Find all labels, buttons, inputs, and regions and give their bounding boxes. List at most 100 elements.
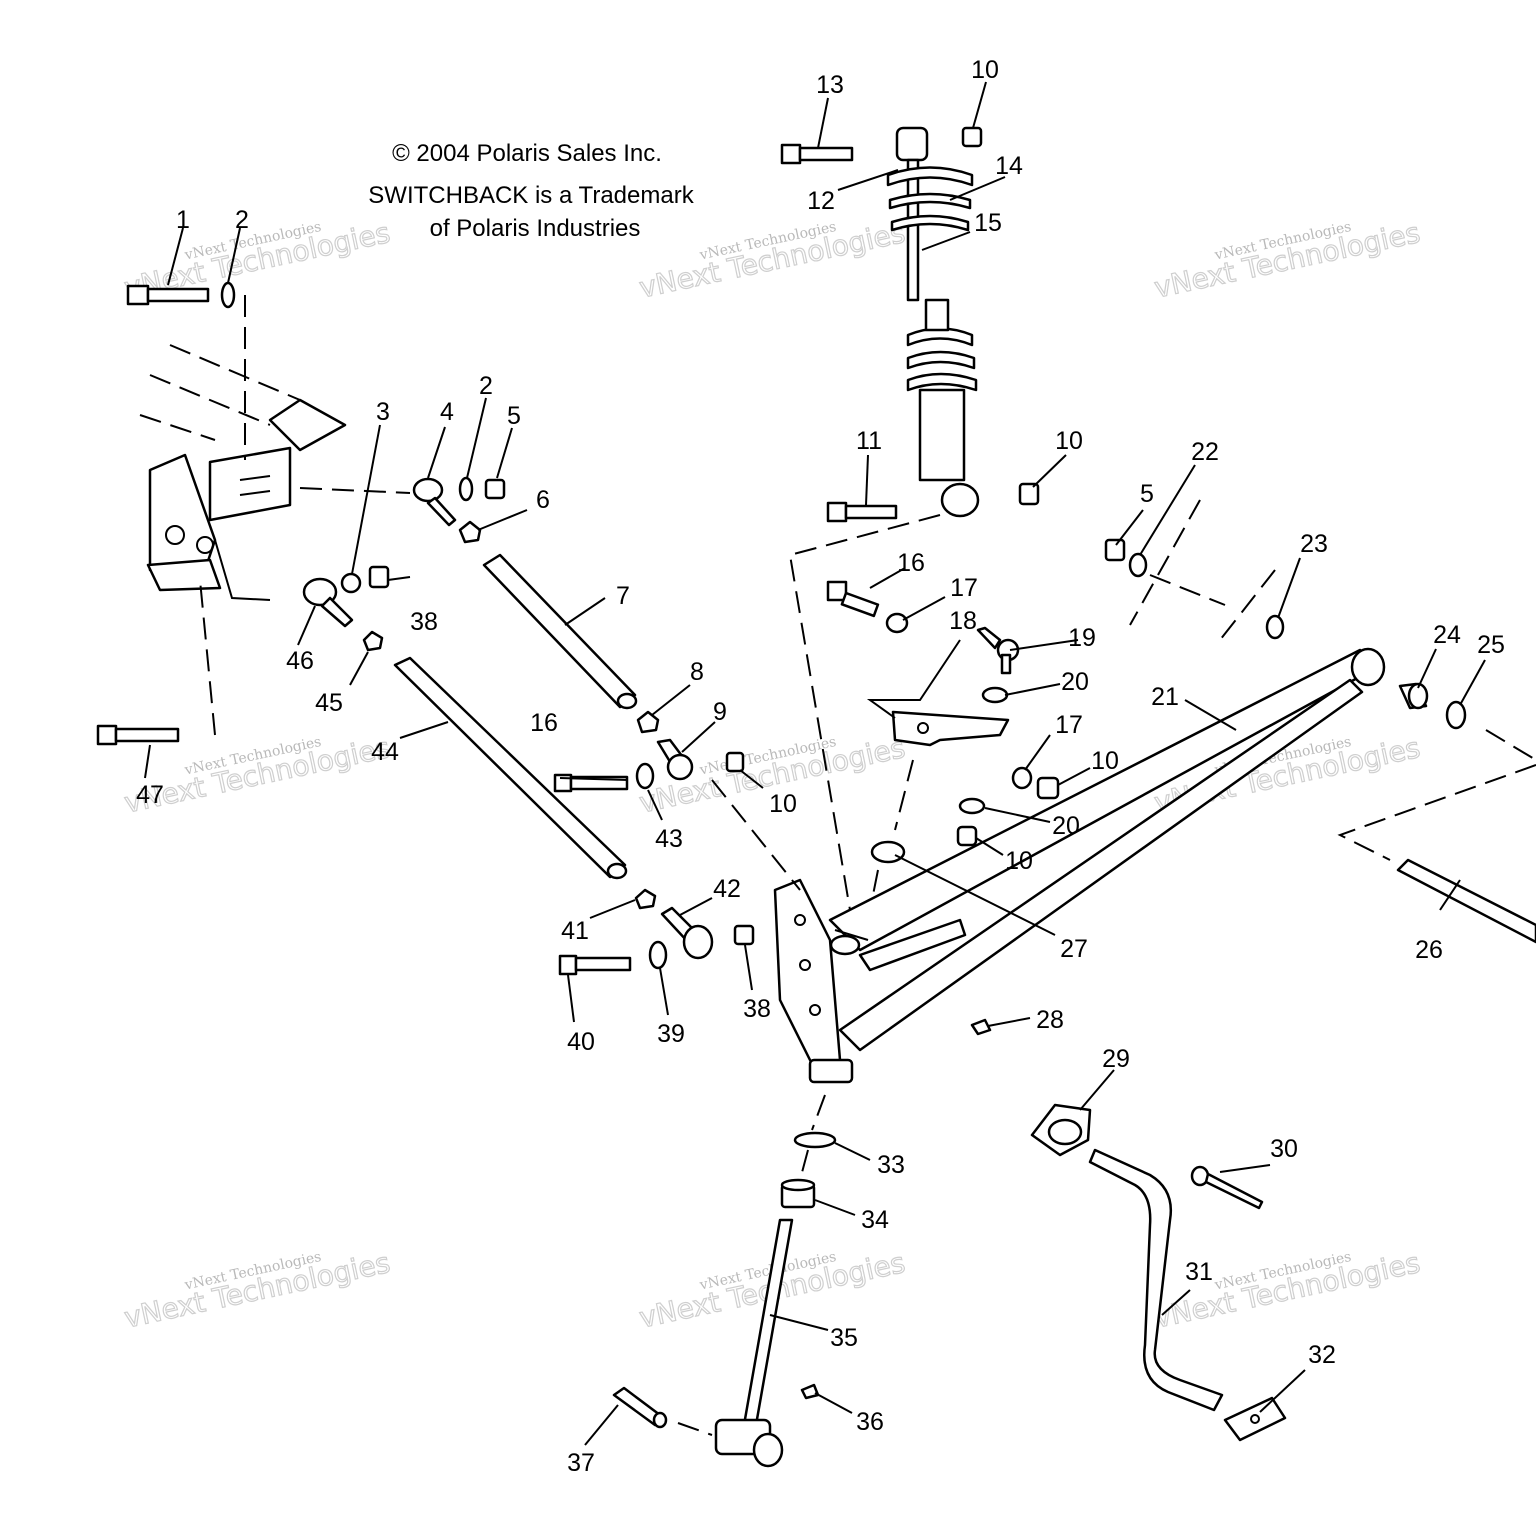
assembly-line xyxy=(788,514,941,911)
callout-29: 29 xyxy=(1102,1045,1130,1073)
callout-6: 6 xyxy=(536,486,550,514)
callout-2: 2 xyxy=(235,206,249,234)
callout-43: 43 xyxy=(655,825,683,853)
part-10-nut xyxy=(956,825,978,847)
part-10-nut xyxy=(725,751,745,773)
part-30-bolt xyxy=(1190,1165,1264,1210)
callout-16: 16 xyxy=(530,709,558,737)
callout-46: 46 xyxy=(286,647,314,675)
part-44-tube xyxy=(393,656,628,880)
assembly-line xyxy=(1129,499,1276,641)
callout-42: 42 xyxy=(713,875,741,903)
callout-28: 28 xyxy=(1036,1006,1064,1034)
part-24-bearing xyxy=(1398,682,1429,710)
part-28-grease-fitting xyxy=(970,1018,992,1036)
callout-7: 7 xyxy=(616,582,630,610)
part-13-bolt xyxy=(780,143,854,165)
watermark-top-center: vNext Technologies vNext Technologies xyxy=(636,215,909,305)
callout-45: 45 xyxy=(315,689,343,717)
callout-22: 22 xyxy=(1191,438,1219,466)
part-29-flange-bearing xyxy=(1030,1103,1092,1157)
callout-15: 15 xyxy=(974,209,1002,237)
callout-labels: 1 2 2 3 4 5 5 6 7 8 9 10 10 10 10 10 11 … xyxy=(136,56,1505,1477)
part-22-washer xyxy=(1128,552,1148,578)
part-27-bushing xyxy=(870,840,906,864)
part-6-nut xyxy=(458,520,482,544)
part-5-nut xyxy=(1104,538,1126,562)
part-31-steering-arm xyxy=(1088,1148,1224,1412)
watermark-top-right: vNext Technologies vNext Technologies xyxy=(1151,215,1424,305)
part-16-bolt xyxy=(826,580,880,618)
watermark-bottom-left: vNext Technologies vNext Technologies xyxy=(121,1245,394,1335)
callout-20: 20 xyxy=(1052,812,1080,840)
part-23-washer xyxy=(1265,614,1285,640)
callout-19: 19 xyxy=(1068,624,1096,652)
callout-17: 17 xyxy=(950,574,978,602)
callout-11: 11 xyxy=(856,427,882,455)
frame-bracket xyxy=(139,344,347,601)
callout-23: 23 xyxy=(1300,530,1328,558)
callout-2: 2 xyxy=(479,372,493,400)
leader-lines xyxy=(144,81,1486,1446)
part-10-nut xyxy=(1018,482,1040,506)
callout-44: 44 xyxy=(371,738,399,766)
callout-4: 4 xyxy=(440,398,454,426)
part-41-nut xyxy=(634,888,657,910)
callout-27: 27 xyxy=(1060,935,1088,963)
part-1-bolt xyxy=(126,284,210,306)
callout-26: 26 xyxy=(1415,936,1443,964)
watermark-text: vNext Technologies xyxy=(636,216,908,305)
part-5-nut xyxy=(484,478,506,500)
part-47-bolt xyxy=(96,724,180,746)
callout-10: 10 xyxy=(971,56,999,84)
callout-5: 5 xyxy=(507,402,521,430)
part-38-nut xyxy=(368,565,390,589)
part-34-bushing xyxy=(780,1178,816,1209)
assembly-line xyxy=(1337,729,1536,861)
part-40-bolt xyxy=(558,954,632,976)
callout-14: 14 xyxy=(995,152,1023,180)
part-17-washer xyxy=(885,612,909,634)
callout-39: 39 xyxy=(657,1020,685,1048)
assembly-line xyxy=(199,579,216,736)
part-32-end-cap xyxy=(1223,1396,1287,1442)
callout-35: 35 xyxy=(830,1324,858,1352)
part-26-shaft xyxy=(1396,858,1536,944)
part-18-bracket xyxy=(891,710,1010,747)
part-37-pin xyxy=(612,1386,668,1429)
part-8-nut xyxy=(636,710,660,734)
part-17-washer xyxy=(1011,766,1033,790)
trademark-text-line1: SWITCHBACK is a Trademark xyxy=(368,182,694,209)
watermark-text: vNext Technologies xyxy=(1151,216,1423,305)
callout-9: 9 xyxy=(713,698,727,726)
part-2-washer xyxy=(220,281,236,309)
callout-5: 5 xyxy=(1140,480,1154,508)
assembly-line xyxy=(299,487,411,494)
callout-10: 10 xyxy=(1091,747,1119,775)
callout-40: 40 xyxy=(567,1028,595,1056)
part-19-rod-end xyxy=(976,626,1020,675)
part-35-spindle-shaft xyxy=(714,1218,794,1468)
part-21-a-arm xyxy=(828,647,1386,1052)
callout-24: 24 xyxy=(1433,621,1461,649)
trademark-text-line2: of Polaris Industries xyxy=(430,215,641,242)
callout-1: 1 xyxy=(176,206,190,234)
part-46-rod-end xyxy=(302,577,354,628)
callout-20: 20 xyxy=(1061,668,1089,696)
callout-38: 38 xyxy=(743,995,771,1023)
assembly-line xyxy=(799,1094,826,1181)
watermark-text: vNext Technologies xyxy=(121,1246,393,1335)
part-33-o-ring xyxy=(793,1131,837,1149)
callout-10: 10 xyxy=(1005,847,1033,875)
callout-18: 18 xyxy=(949,607,977,635)
part-9-rod-end xyxy=(656,738,694,781)
callout-16: 16 xyxy=(897,549,925,577)
part-25-ring xyxy=(1445,700,1467,730)
assembly-line xyxy=(677,1422,713,1436)
callout-10: 10 xyxy=(769,790,797,818)
part-4-rod-end xyxy=(412,477,457,527)
part-20-washer xyxy=(958,797,986,815)
part-3-bushing xyxy=(340,572,362,594)
